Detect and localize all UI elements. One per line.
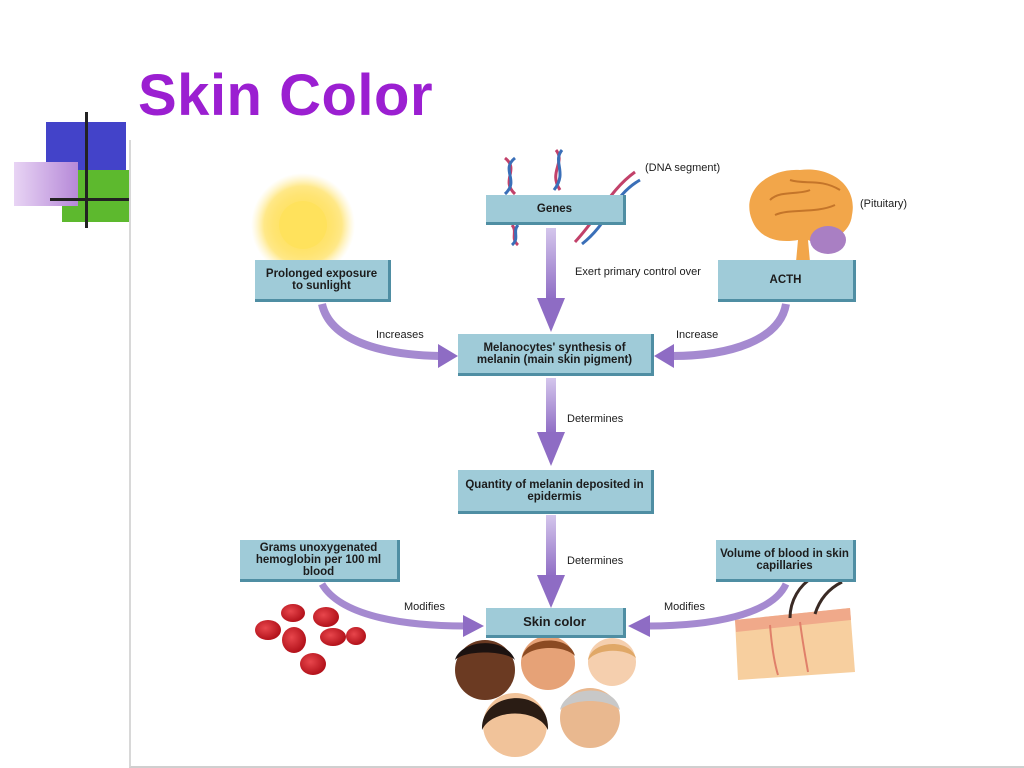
decor-line-horizontal bbox=[50, 198, 130, 201]
skin-color-box: Skin color bbox=[486, 608, 626, 638]
blood-volume-box: Volume of blood in skin capillaries bbox=[716, 540, 856, 582]
faces-illustration bbox=[455, 636, 636, 757]
arrow-melanocytes-to-quantity bbox=[537, 378, 565, 466]
sun-icon bbox=[251, 173, 355, 277]
slide-title: Skin Color bbox=[138, 63, 434, 128]
arrow-sunlight-to-melanocytes bbox=[318, 302, 458, 368]
arrow-genes-to-melanocytes bbox=[537, 228, 565, 332]
decor-line-vertical bbox=[85, 112, 88, 228]
arrow-acth-to-melanocytes bbox=[654, 303, 790, 368]
determines-label-1: Determines bbox=[567, 413, 624, 425]
modifies-right-label: Modifies bbox=[664, 601, 705, 613]
acth-box: ACTH bbox=[718, 260, 856, 302]
determines-label-2: Determines bbox=[567, 555, 624, 567]
sunlight-box: Prolonged exposure to sunlight bbox=[255, 260, 391, 302]
arrow-hemoglobin-to-skin-color bbox=[318, 582, 484, 637]
red-blood-cells-icon bbox=[255, 604, 366, 675]
exert-control-label: Exert primary control over bbox=[575, 266, 701, 278]
melanocytes-box: Melanocytes' synthesis of melanin (main … bbox=[458, 334, 654, 376]
skin-cross-section-icon bbox=[735, 576, 855, 680]
increase-label: Increase bbox=[676, 329, 719, 341]
dna-segment-label: (DNA segment) bbox=[645, 162, 721, 174]
quantity-box: Quantity of melanin deposited in epiderm… bbox=[458, 470, 654, 514]
pituitary-label: (Pituitary) bbox=[860, 198, 908, 210]
modifies-left-label: Modifies bbox=[404, 601, 445, 613]
brain-icon bbox=[749, 169, 853, 262]
genes-box: Genes bbox=[486, 195, 626, 225]
increases-label: Increases bbox=[376, 329, 424, 341]
hemoglobin-box: Grams unoxygenated hemoglobin per 100 ml… bbox=[240, 540, 400, 582]
arrow-quantity-to-skin-color bbox=[537, 515, 565, 608]
arrow-blood-volume-to-skin-color bbox=[628, 582, 790, 637]
